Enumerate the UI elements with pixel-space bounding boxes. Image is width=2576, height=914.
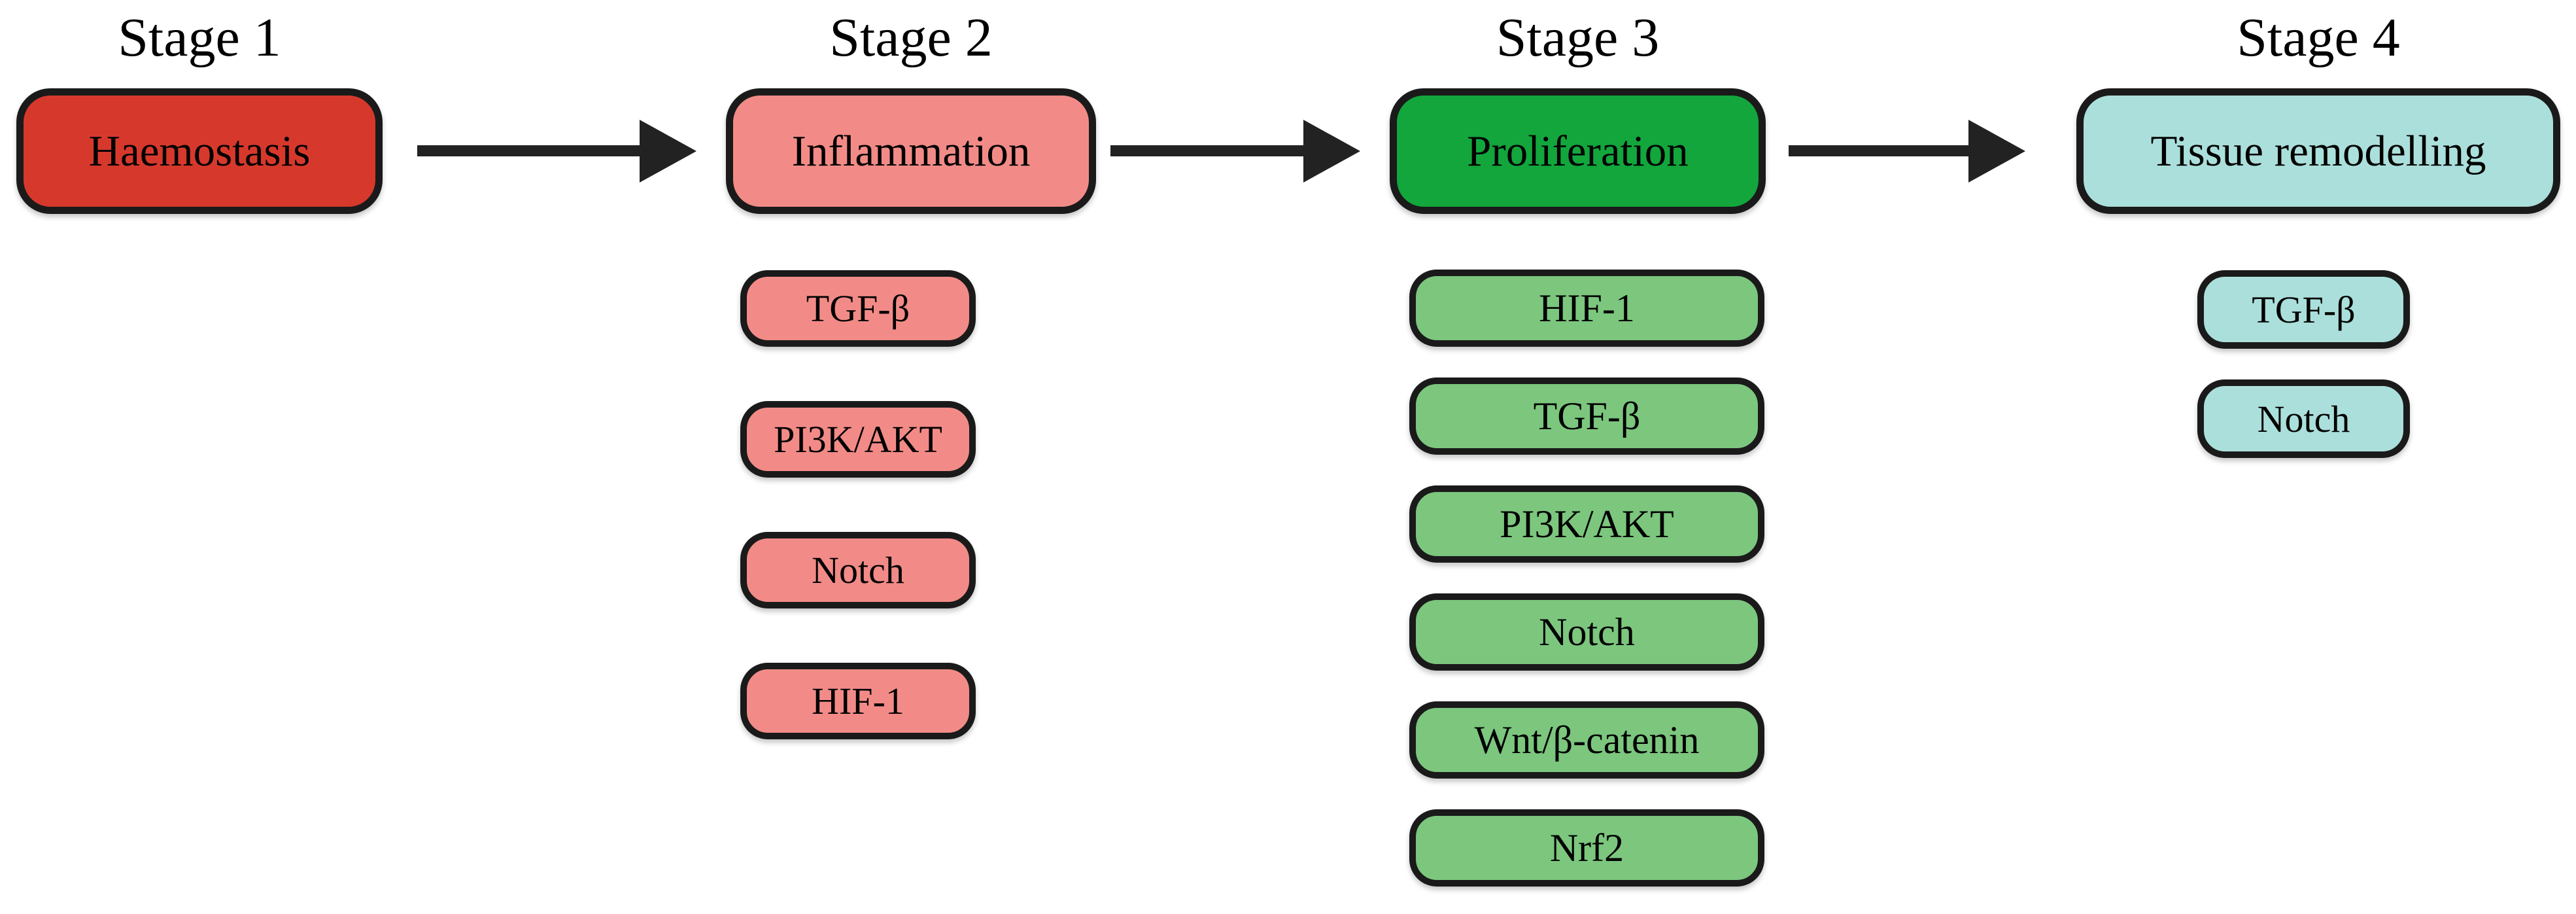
stage3-pathway-hif-1: HIF-1	[1409, 270, 1764, 347]
stage-1-title: Stage 1	[118, 7, 281, 68]
stage-4-title: Stage 4	[2237, 7, 2400, 68]
stage3-pathway-pi3k-akt: PI3K/AKT	[1409, 485, 1764, 563]
stage-2-title: Stage 2	[829, 7, 993, 68]
stage2-pathway-hif-1: HIF-1	[740, 663, 976, 739]
stage4-pathway-tgf-beta: TGF-β	[2197, 270, 2410, 349]
arrow-stage3-to-stage4-head-icon	[1968, 120, 2025, 183]
stage3-pathway-wnt-beta-catenin: Wnt/β-catenin	[1409, 701, 1764, 779]
stage-3-title: Stage 3	[1496, 7, 1660, 68]
stage2-pathway-pi3k-akt: PI3K/AKT	[740, 401, 976, 478]
arrow-stage1-to-stage2-head-icon	[640, 120, 696, 183]
arrow-stage2-to-stage3-shaft-icon	[1110, 145, 1303, 156]
stage3-pathway-nrf2: Nrf2	[1409, 809, 1764, 887]
stage-3-proliferation-box: Proliferation	[1390, 88, 1766, 214]
stage2-pathway-notch: Notch	[740, 532, 976, 608]
arrow-stage1-to-stage2-shaft-icon	[417, 145, 640, 156]
stage2-pathway-tgf-beta: TGF-β	[740, 270, 976, 347]
arrow-stage3-to-stage4-shaft-icon	[1789, 145, 1968, 156]
stage4-pathway-notch: Notch	[2197, 379, 2410, 458]
arrow-stage2-to-stage3-head-icon	[1303, 120, 1360, 183]
stage3-pathway-notch: Notch	[1409, 593, 1764, 671]
stage-2-inflammation-box: Inflammation	[726, 88, 1096, 214]
stage3-pathway-tgf-beta: TGF-β	[1409, 378, 1764, 455]
stage-4-tissue-remodelling-box: Tissue remodelling	[2076, 88, 2560, 214]
stage-1-haemostasis-box: Haemostasis	[16, 88, 383, 214]
